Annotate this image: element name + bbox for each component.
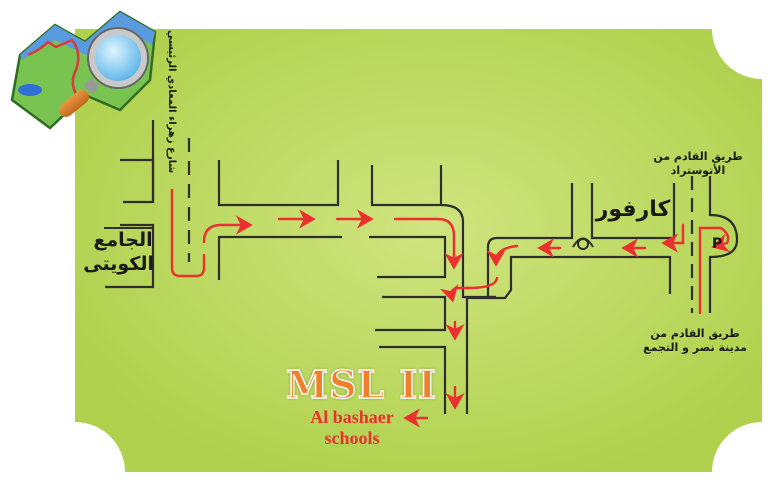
from-nasr-city-label: طريق القادم من مدينة نصر و التجمع bbox=[640, 327, 750, 355]
parking-icon: P bbox=[712, 236, 722, 252]
destination-line1: Al bashaer bbox=[310, 407, 394, 427]
destination-label: Al bashaer schools bbox=[297, 407, 407, 449]
from-autostrad-label: طريق القادم من الأتوستراد bbox=[653, 150, 743, 177]
from-nasr-line1: طريق القادم من bbox=[650, 327, 740, 340]
roads bbox=[105, 120, 739, 414]
carrefour-label: كارفور bbox=[595, 197, 671, 222]
map-magnifier-icon bbox=[10, 10, 157, 130]
map-card bbox=[75, 29, 762, 472]
mosque-box bbox=[104, 227, 154, 285]
svg-text:P: P bbox=[712, 236, 722, 252]
kuwaiti-mosque-label: الجامع الكويتى bbox=[83, 228, 154, 276]
mosque-label-line1: الجامع bbox=[93, 229, 153, 251]
msl-logo-title: MSL II bbox=[285, 361, 438, 408]
roundabout-icon bbox=[572, 237, 594, 250]
destination-line2: schools bbox=[324, 428, 380, 448]
from-nasr-line2: مدينة نصر و التجمع bbox=[643, 341, 747, 354]
mosque-label-line2: الكويتى bbox=[83, 253, 154, 275]
route-path bbox=[170, 188, 731, 410]
main-street-label: شارع زهراء المعادي الرئيسي bbox=[166, 30, 177, 174]
